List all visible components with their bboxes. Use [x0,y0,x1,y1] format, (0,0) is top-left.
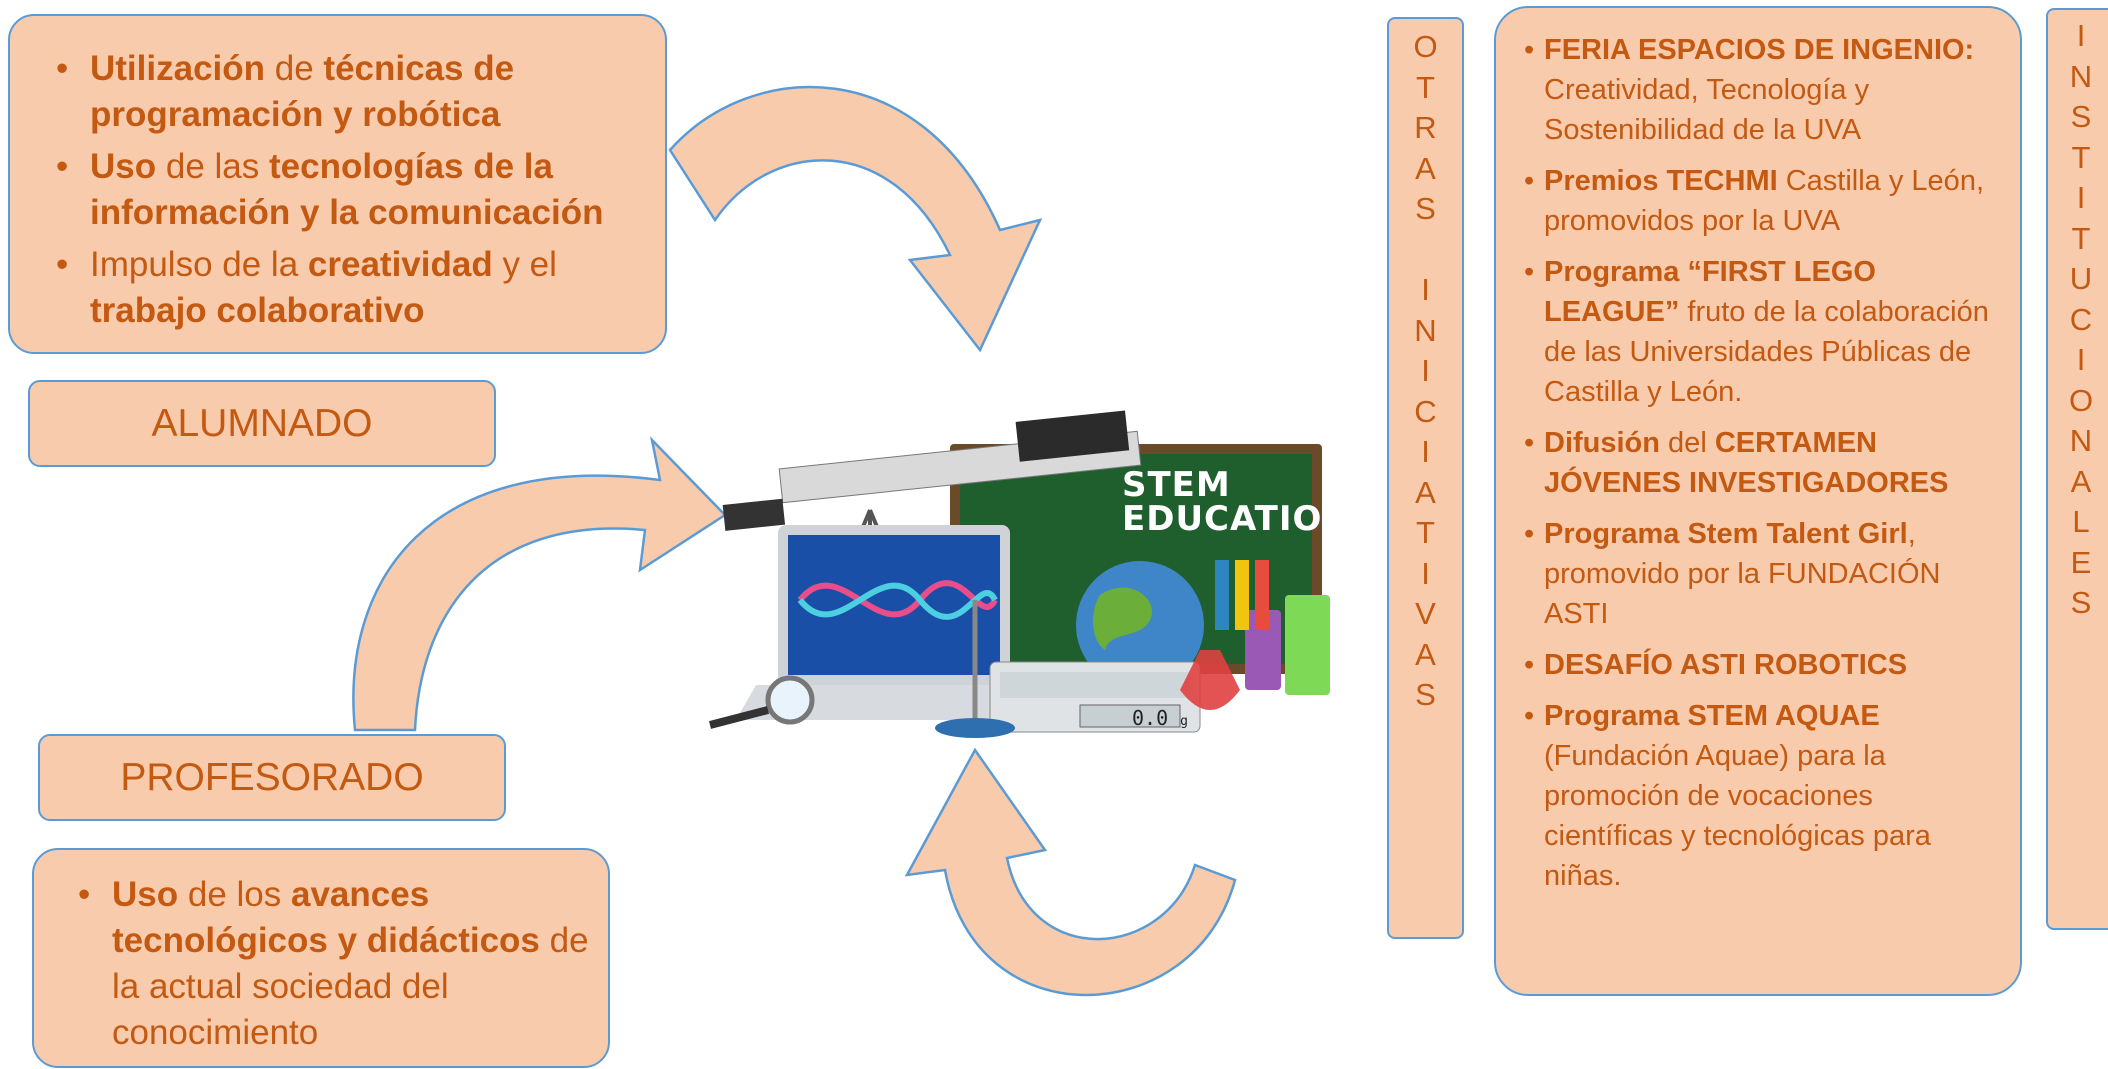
initiatives-list: FERIA ESPACIOS DE INGENIO: Creatividad, … [1512,30,2008,896]
vertical-letter: N [2069,423,2093,458]
vertical-letter: I [1421,353,1430,388]
board-text-education: EDUCATION [1122,499,1352,539]
bold-text: DESAFÍO ASTI ROBOTICS [1544,649,1908,681]
stem-education-illustration: STEM EDUCATION 0.0 g [660,400,1360,760]
list-item: DESAFÍO ASTI ROBOTICS [1512,645,2008,685]
bold-text: Programa Stem Talent Girl [1544,518,1908,550]
vertical-letter: I [1421,555,1430,591]
vertical-letter: S [2070,99,2092,134]
bold-text: CERTAMEN JÓVENES INVESTIGADORES [1544,427,1949,499]
arrow-left-curved [352,436,727,732]
vertical-letter: T [2071,220,2091,256]
list-item: Difusión del CERTAMEN JÓVENES INVESTIGAD… [1512,423,2008,503]
bold-text: Uso [112,875,179,914]
bold-text: Premios TECHMI [1544,165,1778,197]
list-item: Programa Stem Talent Girl, promovido por… [1512,514,2008,634]
board-title: STEM EDUCATION [1122,468,1352,536]
text: del [1660,427,1715,459]
profesorado-label: PROFESORADO [38,734,506,821]
text: de la actual sociedad del conocimiento [112,921,589,1052]
bold-text: avances tecnológicos y didácticos [112,875,540,960]
initiatives-box: FERIA ESPACIOS DE INGENIO: Creatividad, … [1494,6,2022,996]
vertical-letter: S [2070,585,2092,620]
text: de los [178,875,291,914]
arrow-bottom-curved [904,747,1237,997]
vertical-letter: R [1414,110,1437,145]
board-text-stem: STEM [1122,465,1231,505]
list-item: Uso de las tecnologías de la información… [42,144,645,236]
text: de [265,49,324,88]
bold-text: Programa “FIRST LEGO LEAGUE” [1544,256,1876,328]
vertical-letter: C [2069,301,2093,337]
bold-text: creatividad [307,245,493,284]
vertical-letter: V [1415,596,1436,631]
profesorado-skills-box: Uso de los avances tecnológicos y didáct… [32,848,610,1068]
bold-text: trabajo colaborativo [90,291,425,330]
list-item: Utilización de técnicas de programación … [42,46,645,138]
bold-text: tecnologías de la información y la comun… [90,147,604,232]
scale-value: 0.0 [1132,706,1169,730]
list-item: Programa “FIRST LEGO LEAGUE” fruto de la… [1512,252,2008,412]
text: Creatividad, Tecnología y Sostenibilidad… [1544,74,1870,146]
scale-readout: 0.0 g [1092,706,1188,730]
text: fruto de la colaboración de las Universi… [1544,296,1989,408]
vertical-letter: S [1415,191,1436,226]
vertical-letter: O [1413,29,1438,64]
alumnado-skills-box: Utilización de técnicas de programación … [8,14,667,354]
text: y el [492,245,557,284]
vertical-letter: U [2069,261,2093,296]
vertical-letter: I [2076,18,2086,53]
list-item: Impulso de la creatividad y el trabajo c… [42,242,645,334]
vertical-letter: T [1416,69,1435,105]
vertical-letter: I [2076,342,2086,377]
scale-unit: g [1180,714,1188,729]
bold-text: técnicas de programación y robótica [90,49,515,134]
bold-text: Difusión [1544,427,1660,459]
vertical-letter: E [2070,544,2092,580]
vertical-letter: N [1414,312,1437,348]
vertical-letter: C [1414,393,1437,429]
stem-illustration-svg [708,410,1330,738]
list-item: Programa STEM AQUAE (Fundación Aquae) pa… [1512,696,2008,896]
text: (Fundación Aquae) para la promoción de v… [1544,740,1931,892]
vertical-letter: S [1415,677,1436,712]
list-item: FERIA ESPACIOS DE INGENIO: Creatividad, … [1512,30,2008,150]
bold-text: Utilización [90,49,266,88]
vertical-letter: I [1421,272,1430,307]
arrow-top-curved [668,85,1043,353]
vertical-letter: N [2069,58,2093,94]
text: , promovido por la FUNDACIÓN ASTI [1544,518,1941,630]
bold-text: Uso [90,147,157,186]
vertical-letter: A [1415,636,1436,672]
vertical-letter: I [1421,434,1430,469]
vertical-letter: L [2072,504,2090,539]
vertical-letter: T [2071,139,2091,175]
vertical-letter: A [1415,150,1436,186]
vertical-letter: A [2070,463,2092,499]
alumnado-label: ALUMNADO [28,380,496,467]
profesorado-skills-list: Uso de los avances tecnológicos y didáct… [64,872,592,1056]
vertical-letter: O [2068,382,2094,418]
bold-text: FERIA ESPACIOS DE INGENIO: [1544,34,1975,66]
alumnado-skills-list: Utilización de técnicas de programación … [42,46,645,334]
text: Castilla y León, promovidos por la UVA [1544,165,1984,237]
list-item: Premios TECHMI Castilla y León, promovid… [1512,161,2008,241]
vertical-letter: A [1415,474,1436,510]
bold-text: Programa STEM AQUAE [1544,700,1880,732]
vertical-letter [1421,230,1430,271]
list-item: Uso de los avances tecnológicos y didáct… [64,872,592,1056]
vertical-letter: I [2076,180,2086,215]
text: Impulso de la [90,245,308,284]
vertical-letter: T [1416,515,1435,550]
text: de las [156,147,269,186]
